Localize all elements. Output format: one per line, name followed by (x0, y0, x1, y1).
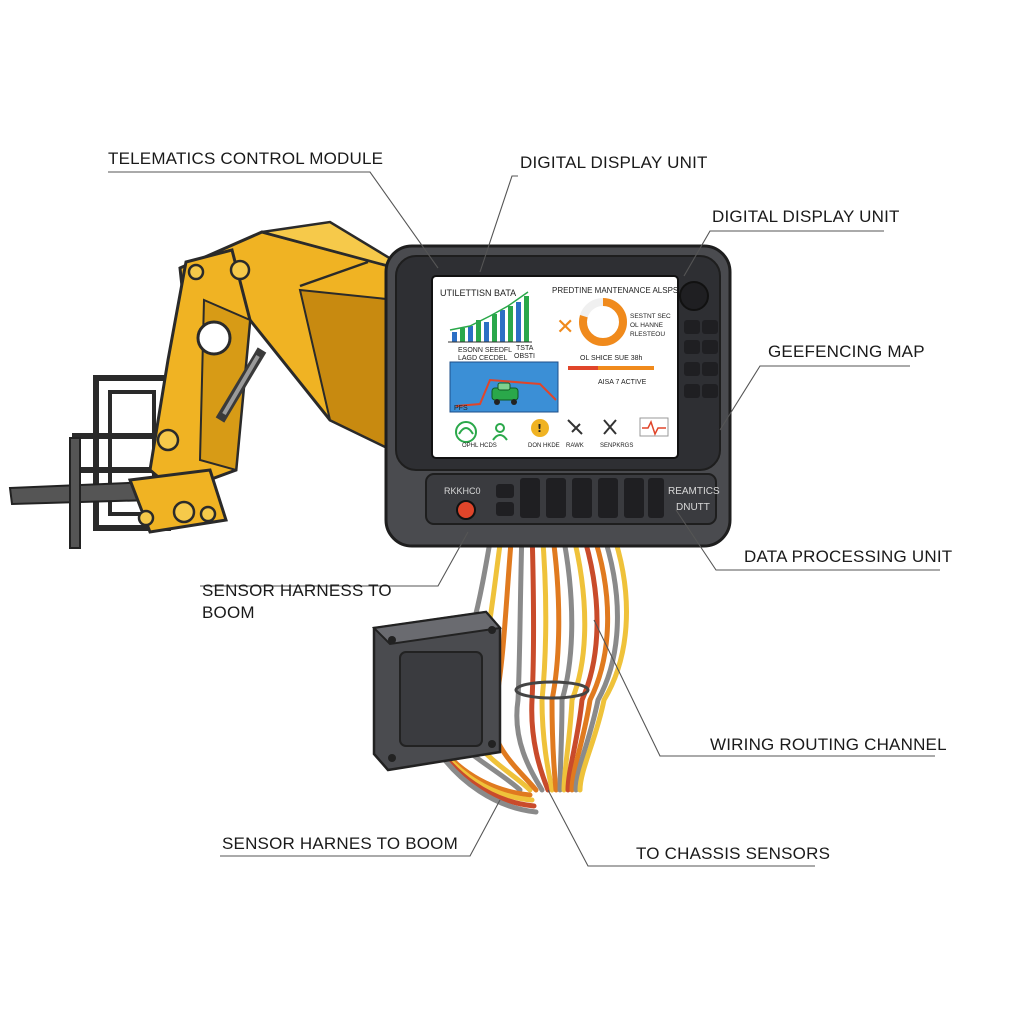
tools-icon[interactable] (603, 419, 617, 435)
control-knob[interactable] (679, 281, 709, 311)
util-bar-1 (452, 332, 457, 342)
utilization-title: UTILETTISN BATA (440, 288, 516, 298)
junction-box (371, 610, 502, 772)
panel-button-7[interactable] (624, 478, 644, 518)
warning-icon[interactable]: ! (531, 419, 549, 437)
label-telematics-control-module: TELEMATICS CONTROL MODULE (108, 149, 383, 168)
icon-label-1: OPHL HCDS (462, 443, 497, 449)
icon-row: ! OPHL HCDS DON HKDE RAWK SENPKRGS (455, 417, 669, 449)
heartbeat-icon[interactable] (639, 417, 669, 437)
util-bar-8 (508, 306, 513, 342)
label-digital-display-unit-top: DIGITAL DISPLAY UNIT (520, 153, 708, 172)
util-bar-9 (516, 302, 521, 342)
emergency-stop-button[interactable] (456, 500, 476, 520)
util-bar-2 (460, 328, 465, 342)
icon-label-3: RAWK (566, 443, 584, 449)
panel-left-label: RKKHC0 (444, 486, 481, 496)
maintenance-alert-2: OL HANNE (630, 322, 664, 329)
label-sensor-harnes-to-boom: SENSOR HARNES TO BOOM (222, 834, 458, 853)
status-bar-red (568, 366, 598, 370)
callout-labels: TELEMATICS CONTROL MODULE DIGITAL DISPLA… (108, 149, 952, 863)
label-wiring-routing-channel: WIRING ROUTING CHANNEL (710, 735, 947, 754)
status-bar-orange (598, 366, 654, 370)
util-bar-3 (468, 326, 473, 342)
geofencing-map-panel: PFS (449, 361, 559, 413)
maintenance-status: OL SHICE SUE 38h (580, 355, 642, 362)
svg-text:!: ! (537, 422, 542, 435)
side-button-5[interactable] (684, 362, 700, 376)
side-button-2[interactable] (702, 320, 718, 334)
utilization-sub-2: LAGD CECDEL (458, 355, 508, 362)
maintenance-gauge (579, 298, 627, 346)
panel-button-6[interactable] (598, 478, 618, 518)
active-label: AISA 7 ACTIVE (598, 379, 647, 386)
wrench-icon[interactable] (567, 419, 583, 435)
utilization-sub-3: TSTA (516, 345, 534, 352)
util-trend-line (449, 291, 529, 331)
util-bar-5 (484, 322, 489, 342)
label-geofencing-map: GEEFENCING MAP (768, 342, 925, 361)
label-sensor-harness-to-boom-line2: BOOM (202, 603, 255, 622)
util-bar-6 (492, 314, 497, 342)
utilization-sub-1: ESONN SEEDFL (458, 347, 512, 354)
panel-button-2[interactable] (496, 502, 514, 516)
panel-button-5[interactable] (572, 478, 592, 518)
side-button-6[interactable] (702, 362, 718, 376)
side-button-8[interactable] (702, 384, 718, 398)
map-label: PFS (454, 405, 468, 412)
vehicle-icon (491, 382, 519, 405)
side-button-3[interactable] (684, 340, 700, 354)
panel-button-1[interactable] (496, 484, 514, 498)
utilization-sub-4: OBSTI (514, 353, 535, 360)
maintenance-title: PREDTINE MANTENANCE ALSPS (552, 286, 678, 295)
person-icon[interactable] (492, 423, 508, 441)
alert-x-icon: ✕ (556, 315, 574, 340)
util-bar-7 (500, 310, 505, 342)
icon-label-4: SENPKRGS (600, 443, 633, 449)
side-button-7[interactable] (684, 384, 700, 398)
maintenance-alert-1: SESTNT SEC (630, 313, 671, 320)
boom-arm (8, 220, 398, 549)
hardhat-icon[interactable] (455, 421, 477, 443)
label-digital-display-unit-right: DIGITAL DISPLAY UNIT (712, 207, 900, 226)
panel-button-3[interactable] (520, 478, 540, 518)
label-sensor-harness-to-boom-line1: SENSOR HARNESS TO (202, 581, 392, 600)
util-bar-4 (476, 320, 481, 342)
screen: UTILETTISN BATA ESONN SEEDFL LAGD CECDEL… (440, 286, 678, 449)
side-button-1[interactable] (684, 320, 700, 334)
panel-right-label-1: REAMTICS (668, 486, 720, 497)
label-to-chassis-sensors: TO CHASSIS SENSORS (636, 844, 830, 863)
utilization-chart (448, 291, 532, 343)
panel-right-label-2: DNUTT (676, 502, 710, 513)
panel-button-4[interactable] (546, 478, 566, 518)
panel-button-8[interactable] (648, 478, 664, 518)
label-data-processing-unit: DATA PROCESSING UNIT (744, 547, 952, 566)
icon-label-2: DON HKDE (528, 443, 560, 449)
leader-lines (108, 171, 940, 867)
maintenance-alert-3: RLESTEOU (630, 331, 665, 338)
side-button-4[interactable] (702, 340, 718, 354)
util-bar-10 (524, 296, 529, 342)
